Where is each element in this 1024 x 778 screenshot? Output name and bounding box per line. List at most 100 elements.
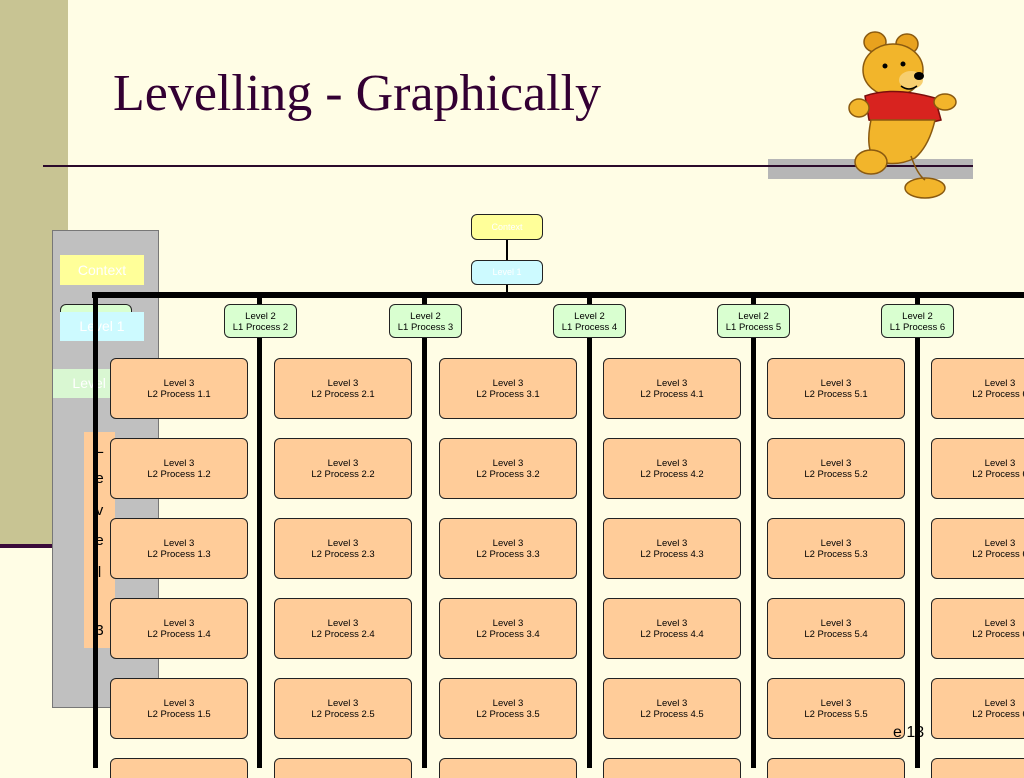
level3-node-label: L2 Process 4.2 — [640, 469, 704, 480]
level3-node-level: Level 3 — [984, 378, 1016, 389]
level1-node: Level 1 — [471, 260, 543, 285]
level2-node-level: Level 2 — [738, 311, 769, 322]
level3-node-level: Level 3 — [492, 618, 524, 629]
left-accent-rule — [0, 544, 68, 548]
level3-node-level: Level 3 — [656, 538, 688, 549]
level3-node-label: L2 Process 3.4 — [476, 629, 540, 640]
level3-node-label: L2 Process 4.3 — [640, 549, 704, 560]
level3-spine-line — [587, 292, 592, 768]
level3-node-label: L2 Process 2.3 — [311, 549, 375, 560]
level3-node-label: L2 Process 2.4 — [311, 629, 375, 640]
level3-node-label: L2 Process 5.1 — [804, 389, 868, 400]
legend-level3-letter: L — [95, 440, 104, 457]
level3-node-label: L2 Process 1.4 — [147, 629, 211, 640]
level3-node-label: L2 Process 2.5 — [311, 709, 375, 720]
level3-node-label: L2 Process 5.5 — [804, 709, 868, 720]
level3-node-label: L2 Process 1.5 — [147, 709, 211, 720]
level3-node-level: Level 3 — [327, 698, 359, 709]
level3-node-level: Level 3 — [984, 458, 1016, 469]
level3-node-label: L2 Process 1.2 — [147, 469, 211, 480]
level3-node-clipped — [603, 758, 741, 778]
level3-node-level: Level 3 — [984, 618, 1016, 629]
level2-node-label: L1 Process 4 — [561, 322, 618, 333]
level3-node-level: Level 3 — [820, 538, 852, 549]
legend-level3-letter: l — [97, 564, 102, 581]
level2-node-label: L1 Process 6 — [889, 322, 946, 333]
legend-level1-box: Level 1 — [60, 312, 144, 341]
level2-node-label: L1 Process 2 — [232, 322, 289, 333]
legend-context-box: Context — [60, 255, 144, 285]
legend-level3-letter: e — [95, 470, 104, 487]
level3-node-label: L2 Process 4.5 — [640, 709, 704, 720]
level3-node-level: Level 3 — [984, 538, 1016, 549]
level3-node-label: L2 Process 6 — [972, 549, 1024, 560]
level3-node-level: Level 3 — [327, 538, 359, 549]
level3-node-level: Level 3 — [984, 698, 1016, 709]
level2-node-label: L1 Process 3 — [397, 322, 454, 333]
level3-node-level: Level 3 — [656, 618, 688, 629]
level3-node-level: Level 3 — [163, 458, 195, 469]
level3-node-label: L2 Process 6 — [972, 709, 1024, 720]
level3-node-clipped — [274, 758, 412, 778]
level3-spine-line — [915, 292, 920, 768]
level3-node-clipped — [110, 758, 248, 778]
level3-node-level: Level 3 — [656, 378, 688, 389]
level3-node-level: Level 3 — [492, 698, 524, 709]
level3-node-level: Level 3 — [820, 458, 852, 469]
slide-number-fragment: e 13 — [893, 724, 925, 741]
level3-node-level: Level 3 — [492, 378, 524, 389]
level3-node-level: Level 3 — [656, 458, 688, 469]
level3-node-label: L2 Process 6 — [972, 629, 1024, 640]
level3-node-level: Level 3 — [163, 538, 195, 549]
level3-node-label: L2 Process 3.2 — [476, 469, 540, 480]
level1-to-bar-connector — [506, 285, 508, 293]
level3-node-level: Level 3 — [820, 618, 852, 629]
level2-node-label: L1 Process 5 — [725, 322, 782, 333]
level3-node-label: L2 Process 1.3 — [147, 549, 211, 560]
level3-node-level: Level 3 — [327, 458, 359, 469]
legend-level3-letter: v — [95, 502, 104, 519]
level3-node-label: L2 Process 6 — [972, 469, 1024, 480]
level3-spine-line — [422, 292, 427, 768]
level3-node-label: L2 Process 3.1 — [476, 389, 540, 400]
level3-node-label: L2 Process 2.2 — [311, 469, 375, 480]
level3-node-level: Level 3 — [163, 698, 195, 709]
level3-spine-line — [751, 292, 756, 768]
level3-node-label: L2 Process 3.3 — [476, 549, 540, 560]
context-node: Context — [471, 214, 543, 240]
level3-node-label: L2 Process 5.2 — [804, 469, 868, 480]
level3-node-level: Level 3 — [163, 378, 195, 389]
level2-node-level: Level 2 — [410, 311, 441, 322]
level3-node-label: L2 Process 4.1 — [640, 389, 704, 400]
level3-node-label: L2 Process 6 — [972, 389, 1024, 400]
level3-node-clipped — [767, 758, 905, 778]
level3-node-label: L2 Process 5.3 — [804, 549, 868, 560]
